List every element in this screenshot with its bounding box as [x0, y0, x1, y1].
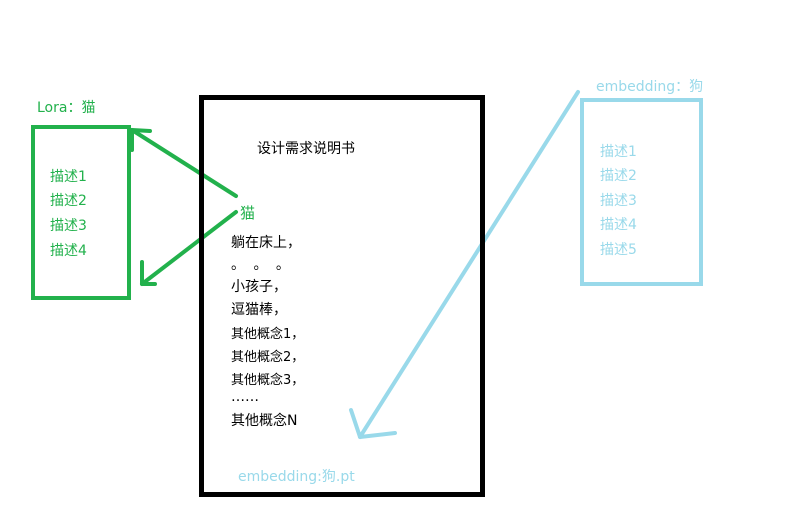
document-subject: 猫 [240, 204, 256, 222]
embedding-item: 描述2 [600, 168, 637, 184]
document-line: 其他概念2， [231, 350, 305, 365]
embedding-box [580, 98, 703, 286]
document-line: 其他概念1， [231, 327, 305, 342]
lora-item: 描述1 [50, 169, 87, 185]
embedding-item: 描述1 [600, 144, 637, 160]
embedding-arrow [349, 90, 580, 439]
lora-item: 描述3 [50, 218, 87, 234]
document-footer: embedding:狗.pt [238, 469, 355, 485]
document-line: 逗猫棒， [231, 302, 287, 318]
lora-arrow-upper [130, 128, 238, 198]
design-document [199, 95, 485, 497]
embedding-item: 描述5 [600, 242, 637, 258]
embedding-item: 描述4 [600, 217, 637, 233]
lora-item: 描述2 [50, 193, 87, 209]
document-line: 小孩子， [231, 279, 287, 295]
document-line: 躺在床上， [231, 235, 301, 251]
lora-arrow-lower [140, 210, 238, 286]
lora-item: 描述4 [50, 243, 87, 259]
document-line: 。 。 。 [231, 257, 292, 273]
document-title: 设计需求说明书 [257, 141, 355, 157]
document-line: 其他概念N [231, 413, 298, 429]
embedding-item: 描述3 [600, 193, 637, 209]
lora-label: Lora：猫 [37, 100, 96, 116]
embedding-label: embedding：狗 [596, 79, 704, 95]
lora-box [31, 125, 131, 300]
document-line: 其他概念3， [231, 373, 305, 388]
document-line: …… [231, 389, 259, 405]
